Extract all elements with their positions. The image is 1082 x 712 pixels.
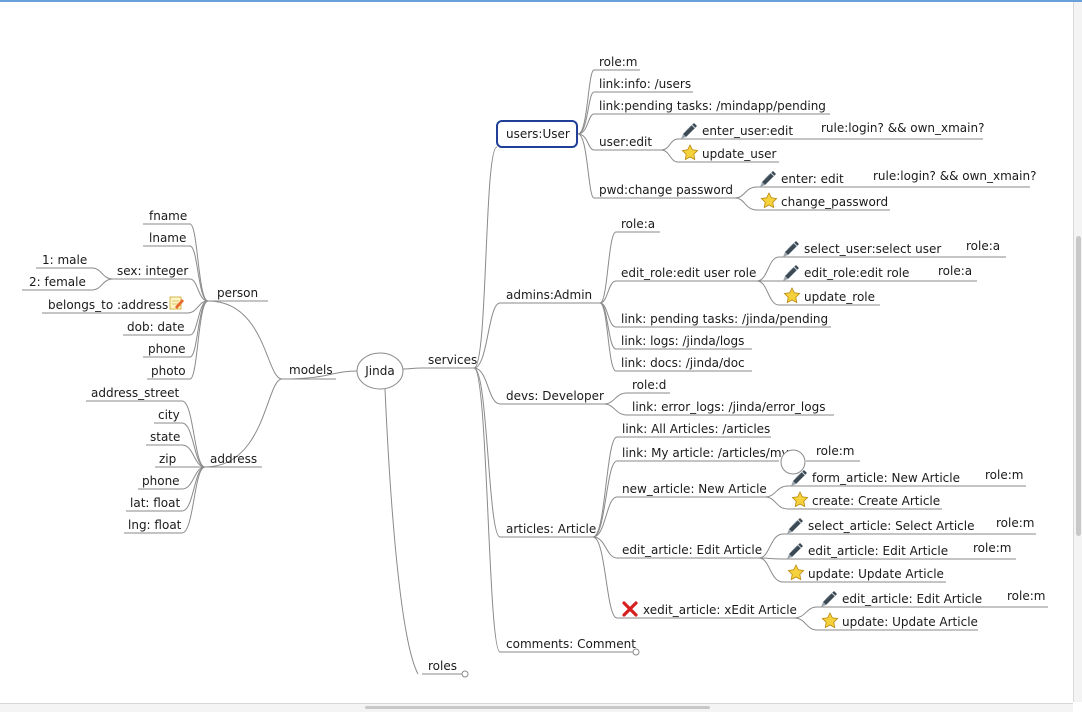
select-user[interactable]: select_user:select user [804, 242, 941, 256]
users-pwd[interactable]: pwd:change password [599, 183, 733, 197]
comments-node[interactable]: comments: Comment [506, 637, 636, 651]
star-icon [821, 612, 839, 628]
update-user[interactable]: update_user [702, 147, 777, 161]
person-node[interactable]: person [217, 286, 258, 300]
devs-role[interactable]: role:d [632, 378, 666, 392]
xedit-update-article[interactable]: update: Update Article [842, 615, 978, 629]
form-article-role[interactable]: role:m [985, 468, 1023, 482]
comments-fold-toggle[interactable] [632, 648, 640, 656]
horizontal-scrollbar-thumb[interactable] [365, 706, 710, 709]
pencil-icon [786, 517, 804, 535]
admins-link-logs[interactable]: link: logs: /jinda/logs [621, 334, 744, 348]
address-field-phone[interactable]: phone [142, 474, 180, 488]
models-node[interactable]: models [289, 363, 333, 377]
map-connectors [91, 69, 818, 675]
admins-node[interactable]: admins:Admin [506, 288, 592, 302]
address-field-lng[interactable]: lng: float [128, 518, 182, 532]
form-article[interactable]: form_article: New Article [812, 471, 960, 485]
address-field-state[interactable]: state [150, 430, 180, 444]
root-node-label[interactable]: Jinda [364, 364, 394, 378]
articles-node[interactable]: articles: Article [506, 522, 596, 536]
users-node[interactable]: users:User [506, 127, 570, 141]
admins-role[interactable]: role:a [621, 217, 655, 231]
roles-fold-toggle[interactable] [461, 670, 469, 678]
sex-value-male[interactable]: 1: male [42, 253, 87, 267]
articles-link-all[interactable]: link: All Articles: /articles [622, 422, 770, 436]
person-field-dob[interactable]: dob: date [127, 320, 185, 334]
person-field-belongs-to[interactable]: belongs_to :address [48, 298, 168, 312]
link-my-fold-toggle[interactable] [780, 449, 806, 475]
person-field-photo[interactable]: photo [151, 364, 186, 378]
address-field-zip[interactable]: zip [159, 452, 176, 466]
window-top-border [0, 0, 1082, 2]
rule-login-1[interactable]: rule:login? && own_xmain? [821, 121, 984, 135]
red-x-icon [622, 601, 638, 617]
devs-node[interactable]: devs: Developer [506, 389, 604, 403]
edit-article-edit[interactable]: edit_article: Edit Article [808, 544, 948, 558]
articles-edit-article[interactable]: edit_article: Edit Article [622, 543, 762, 557]
pencil-icon [820, 590, 838, 608]
admins-edit-role[interactable]: edit_role:edit user role [621, 266, 756, 280]
enter-user-edit[interactable]: enter_user:edit [702, 124, 793, 138]
person-field-lname[interactable]: lname [149, 231, 186, 245]
services-node[interactable]: services [428, 353, 477, 367]
address-field-street[interactable]: address_street [91, 386, 180, 400]
select-user-role[interactable]: role:a [966, 239, 1000, 253]
vertical-scrollbar-thumb[interactable] [1076, 236, 1081, 536]
sex-value-female[interactable]: 2: female [29, 275, 86, 289]
users-link-pending[interactable]: link:pending tasks: /mindapp/pending [599, 99, 826, 113]
address-field-city[interactable]: city [158, 408, 180, 422]
node-underlines [22, 69, 1048, 675]
xedit-edit-role[interactable]: role:m [1007, 589, 1045, 603]
notepad-icon [169, 296, 185, 310]
roles-node[interactable]: roles [428, 659, 457, 673]
admins-link-docs[interactable]: link: docs: /jinda/doc [621, 356, 745, 370]
pencil-icon [680, 122, 698, 140]
person-field-phone[interactable]: phone [148, 342, 186, 356]
xedit-edit-article[interactable]: edit_article: Edit Article [842, 592, 982, 606]
root-node-bubble[interactable] [356, 352, 404, 390]
users-user-edit[interactable]: user:edit [599, 135, 652, 149]
users-role[interactable]: role:m [599, 55, 637, 69]
star-icon [783, 287, 801, 303]
address-node[interactable]: address [210, 452, 257, 466]
pencil-icon [759, 170, 777, 188]
pencil-icon [782, 240, 800, 258]
select-article[interactable]: select_article: Select Article [808, 519, 974, 533]
articles-link-my[interactable]: link: My article: /articles/my [622, 446, 789, 460]
edit-role-edit[interactable]: edit_role:edit role [804, 266, 909, 280]
rule-login-2[interactable]: rule:login? && own_xmain? [873, 169, 1036, 183]
create-article[interactable]: create: Create Article [812, 494, 940, 508]
star-icon [791, 491, 809, 507]
pencil-icon [782, 264, 800, 282]
link-my-role[interactable]: role:m [816, 444, 854, 458]
articles-xedit-article[interactable]: xedit_article: xEdit Article [643, 603, 797, 617]
star-icon [681, 144, 699, 160]
edit-article-role[interactable]: role:m [973, 541, 1011, 555]
star-icon [787, 564, 805, 580]
person-field-fname[interactable]: fname [149, 209, 187, 223]
enter-edit[interactable]: enter: edit [781, 172, 844, 186]
person-field-sex[interactable]: sex: integer [117, 264, 188, 278]
edit-role-role[interactable]: role:a [938, 264, 972, 278]
address-field-lat[interactable]: lat: float [130, 496, 181, 510]
selected-node-highlight [496, 120, 578, 148]
articles-new-article[interactable]: new_article: New Article [622, 482, 767, 496]
select-article-role[interactable]: role:m [996, 516, 1034, 530]
devs-link-error-logs[interactable]: link: error_logs: /jinda/error_logs [632, 400, 825, 414]
pencil-icon [786, 542, 804, 560]
change-password[interactable]: change_password [781, 195, 888, 209]
users-link-info[interactable]: link:info: /users [599, 77, 691, 91]
admins-link-pending[interactable]: link: pending tasks: /jinda/pending [621, 312, 828, 326]
update-article[interactable]: update: Update Article [808, 567, 944, 581]
star-icon [760, 192, 778, 208]
update-role[interactable]: update_role [804, 290, 875, 304]
